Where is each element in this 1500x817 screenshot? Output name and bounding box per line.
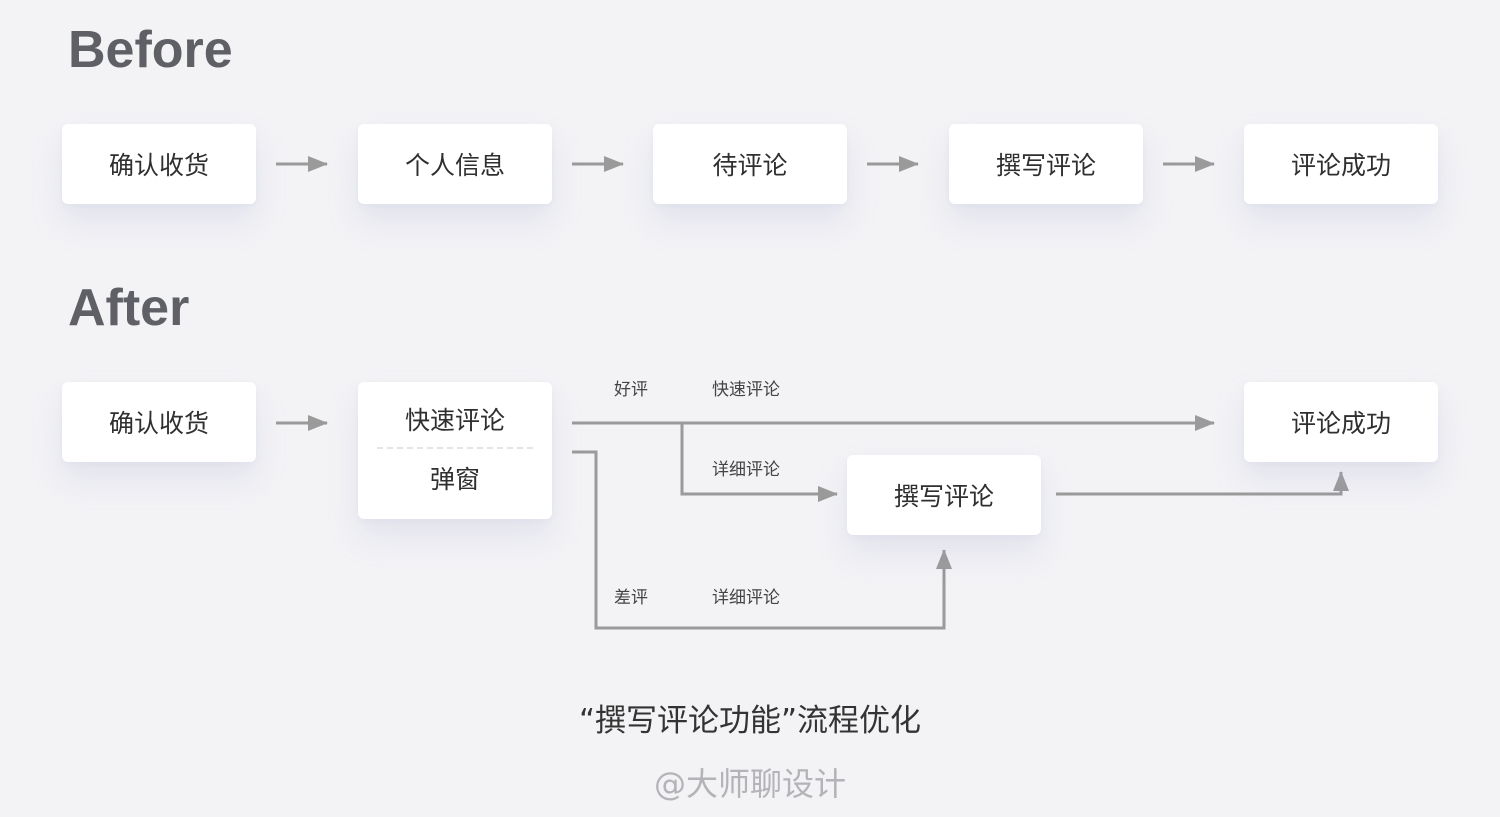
after-step-quick-review-popup: 快速评论 弹窗 bbox=[358, 382, 552, 519]
before-step-confirm-receipt: 确认收货 bbox=[62, 124, 256, 204]
after-title: After bbox=[68, 279, 190, 337]
before-step-write-review: 撰写评论 bbox=[949, 124, 1143, 204]
write-to-success-path bbox=[1056, 471, 1349, 496]
popup-divider bbox=[377, 447, 533, 449]
after-step-review-success: 评论成功 bbox=[1244, 382, 1438, 462]
detail-branch-path bbox=[680, 423, 838, 502]
before-step-review-success: 评论成功 bbox=[1244, 124, 1438, 204]
before-title: Before bbox=[68, 21, 233, 79]
after-step-confirm-receipt: 确认收货 bbox=[62, 382, 256, 462]
bad-review-path bbox=[572, 450, 952, 630]
quick-review-label: 快速评论 bbox=[404, 406, 505, 435]
detailed-review-upper-label: 详细评论 bbox=[712, 460, 780, 480]
watermark: @大师聊设计 bbox=[653, 765, 846, 803]
before-step-personal-info: 个人信息 bbox=[358, 124, 552, 204]
bad-review-label: 差评 bbox=[614, 588, 648, 608]
before-step-pending-review: 待评论 bbox=[653, 124, 847, 204]
after-step-write-review: 撰写评论 bbox=[847, 455, 1041, 535]
detailed-review-lower-label: 详细评论 bbox=[712, 588, 780, 608]
diagram-caption: “撰写评论功能”流程优化 bbox=[578, 703, 922, 739]
quick-review-edge-label: 快速评论 bbox=[712, 380, 780, 400]
popup-label: 弹窗 bbox=[429, 465, 480, 494]
good-review-label: 好评 bbox=[614, 380, 648, 400]
